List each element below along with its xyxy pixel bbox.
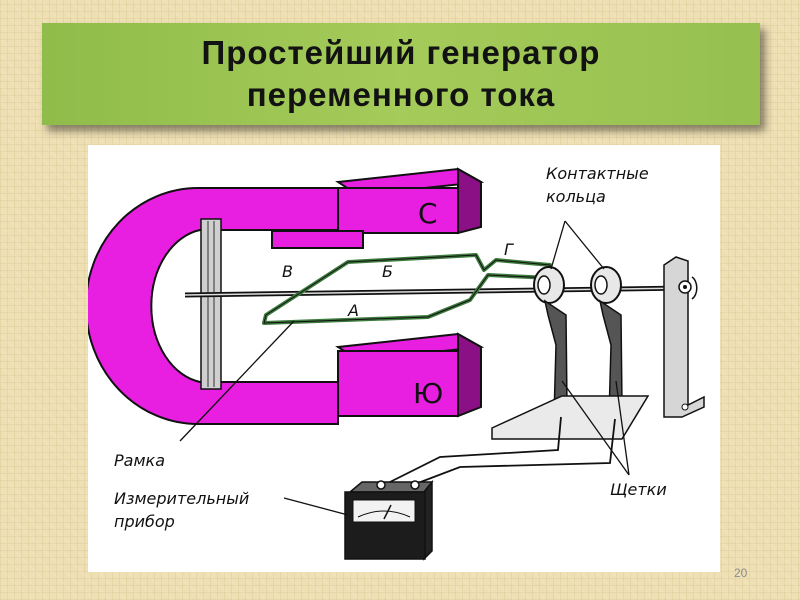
label-brushes: Щетки (610, 480, 667, 499)
measuring-instrument (344, 479, 434, 561)
pole-label-south: Ю (413, 377, 443, 410)
label-slip-rings-line1: Контактные (546, 164, 649, 183)
magnet-pole-south: Ю (335, 332, 485, 418)
leader-line-frame (179, 320, 295, 442)
slide-title-banner: Простейший генератор переменного тока (42, 23, 760, 125)
leader-line-rings-1 (550, 220, 566, 270)
frame-label-a: А (347, 301, 359, 320)
generator-diagram-panel: С Ю В Б Г А (88, 145, 720, 572)
label-frame: Рамка (114, 451, 165, 470)
magnet-inner-plate (200, 218, 222, 390)
slide-title-line-2: переменного тока (246, 76, 556, 113)
slide-page-number: 20 (734, 566, 748, 580)
frame-label-v: В (282, 262, 293, 281)
wire-to-meter-2 (417, 418, 616, 484)
label-slip-rings-line2: кольца (546, 187, 606, 206)
slip-ring-2 (590, 266, 622, 304)
slip-ring-1 (533, 266, 565, 304)
label-meter-line2: прибор (114, 512, 175, 531)
shaft-end-bracket (663, 256, 705, 418)
label-meter-line1: Измерительный (114, 489, 249, 508)
horseshoe-magnet (88, 187, 339, 425)
brush-base-plate (491, 395, 650, 440)
rotation-arrow-icon (691, 276, 698, 300)
leader-line-brushes-2 (615, 380, 630, 476)
wire-to-meter-1 (387, 416, 562, 484)
pole-label-north: С (418, 197, 438, 230)
leader-line-rings-2 (564, 220, 605, 270)
magnet-pole-north: С (271, 167, 485, 249)
frame-label-b: Б (382, 262, 393, 281)
generator-diagram: С Ю В Б Г А (88, 164, 705, 561)
slide-title-line-1: Простейший генератор (201, 34, 601, 71)
leader-line-brushes-1 (561, 380, 630, 476)
leader-line-meter (283, 497, 349, 516)
frame-label-g: Г (504, 240, 514, 259)
